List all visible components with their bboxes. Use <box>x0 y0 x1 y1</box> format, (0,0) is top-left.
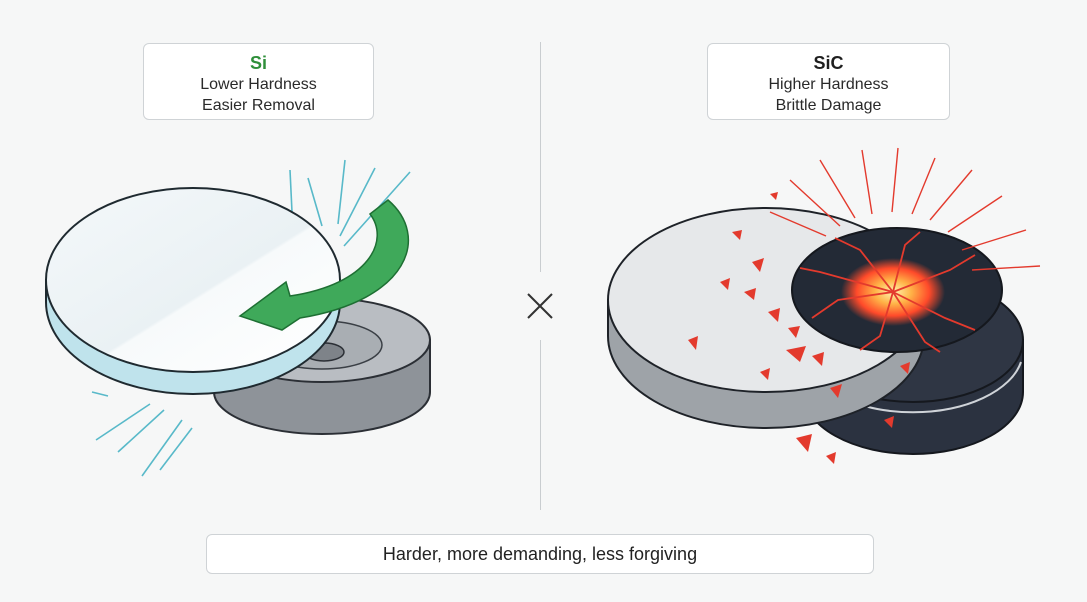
si-property-removal: Easier Removal <box>202 97 315 114</box>
sic-label-box: SiC Higher Hardness Brittle Damage <box>707 43 950 120</box>
rotation-arrow-icon <box>238 199 410 331</box>
sic-property-damage: Brittle Damage <box>775 97 882 114</box>
caption-box: Harder, more demanding, less forgiving <box>206 534 874 574</box>
sic-property-hardness: Higher Hardness <box>768 76 889 93</box>
panel-divider <box>540 42 541 272</box>
si-property-hardness: Lower Hardness <box>200 76 317 93</box>
si-motion-lines <box>91 159 411 477</box>
panel-divider <box>540 340 541 510</box>
si-title: Si <box>249 53 267 73</box>
fracture-cracks <box>799 231 976 353</box>
sic-title: SiC <box>813 53 844 73</box>
shock-rays <box>769 147 1041 271</box>
debris-fragments <box>688 192 910 464</box>
si-label-box: Si Lower Hardness Easier Removal <box>143 43 374 120</box>
si-wafer <box>45 187 341 395</box>
versus-x-icon <box>527 293 553 319</box>
